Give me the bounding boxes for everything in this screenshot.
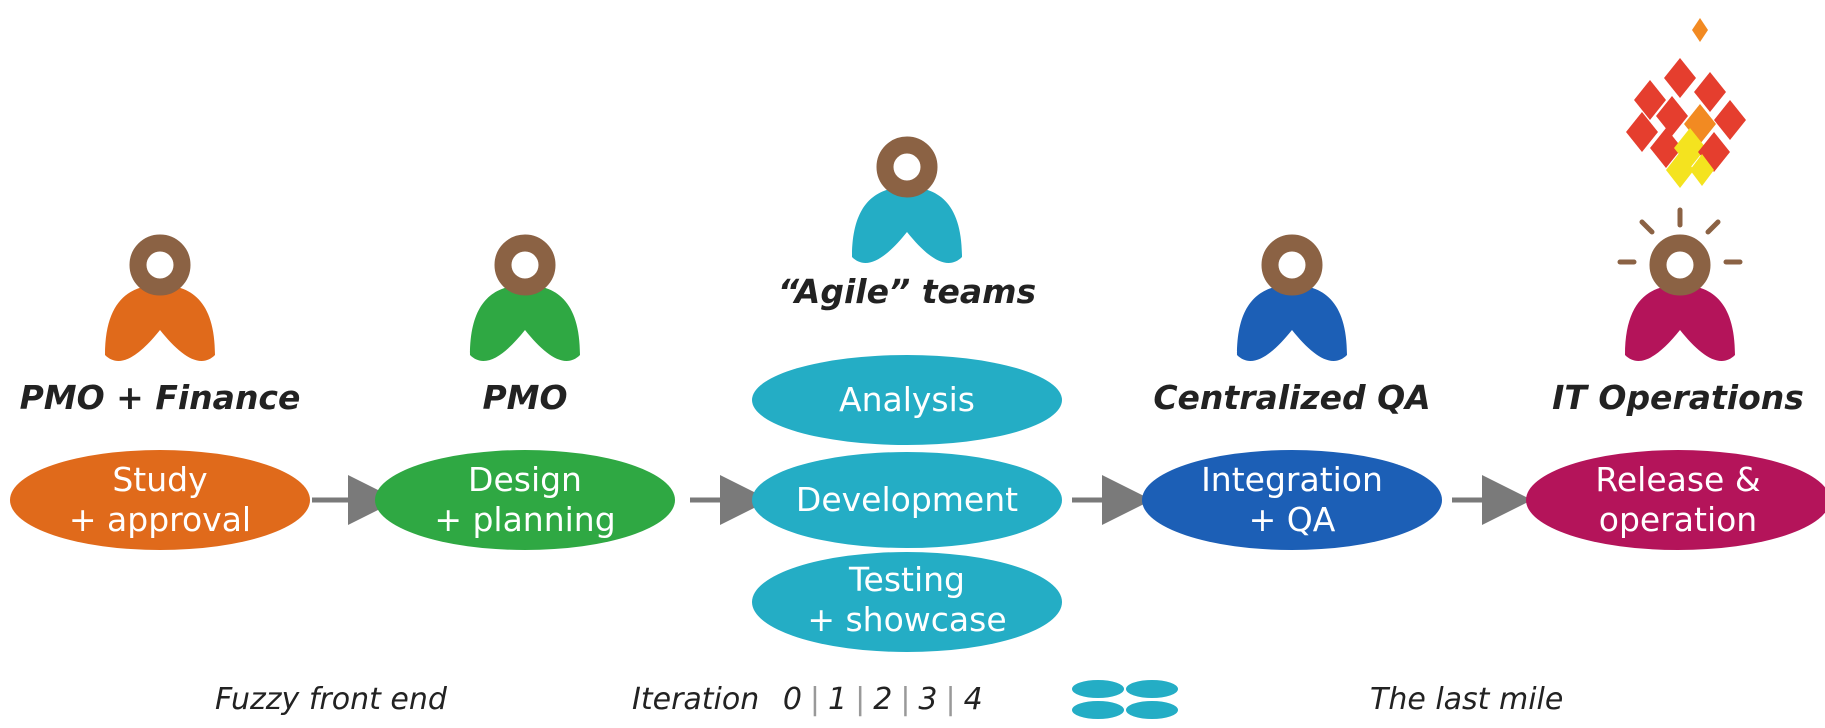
iteration-number: 2 <box>873 682 893 717</box>
stage-development <box>752 452 1062 548</box>
role-label-it-operations: IT Operations <box>1552 378 1804 417</box>
person-icon <box>852 136 962 263</box>
fire-icon <box>1626 18 1746 188</box>
stage-line: Testing <box>848 560 966 599</box>
stage-integration-qa-text: Integration + QA <box>1201 460 1383 540</box>
burst-rays-icon <box>1617 207 1743 265</box>
person-icon <box>1625 234 1735 361</box>
iteration-separator: | <box>900 682 911 717</box>
person-icon <box>1237 234 1347 361</box>
iteration-number: 0 <box>782 682 802 717</box>
stage-line: Design <box>468 460 582 499</box>
stage-line: + showcase <box>807 600 1007 639</box>
iteration-separator: | <box>809 682 821 717</box>
role-label-agile-teams: “Agile” teams <box>777 272 1037 311</box>
stage-line: Analysis <box>839 380 975 419</box>
footer-last-mile: The last mile <box>1370 682 1564 717</box>
stage-testing-showcase-text: Testing + showcase <box>807 560 1006 640</box>
stage-line: + approval <box>68 500 252 539</box>
stage-line: Release & <box>1595 460 1761 499</box>
stage-line: Study <box>112 460 208 499</box>
stage-development-text: Development <box>796 480 1018 520</box>
footer-fuzzy-front-end: Fuzzy front end <box>215 682 447 717</box>
iteration-number: 4 <box>963 682 983 717</box>
iteration-blobs-icon <box>1072 680 1178 719</box>
stage-study-approval-text: Study + approval <box>69 460 251 540</box>
stage-analysis-text: Analysis <box>839 380 975 420</box>
role-label-centralized-qa: Centralized QA <box>1153 378 1431 417</box>
stage-release-operation <box>1526 450 1825 550</box>
stage-analysis <box>752 355 1062 445</box>
iteration-number: 1 <box>828 682 848 717</box>
stage-design-planning <box>375 450 675 550</box>
stage-testing-showcase <box>752 552 1062 652</box>
stage-design-planning-text: Design + planning <box>434 460 615 540</box>
role-label-pmo-finance: PMO + Finance <box>19 378 301 417</box>
footer-iteration: Iteration 0|1|2|3|4 <box>632 682 983 717</box>
iteration-label: Iteration <box>632 682 760 717</box>
stage-line: operation <box>1598 500 1758 539</box>
stage-line: + planning <box>434 500 616 539</box>
stage-line: Development <box>795 480 1019 519</box>
stage-integration-qa <box>1142 450 1442 550</box>
stage-study-approval <box>10 450 310 550</box>
iteration-number: 3 <box>918 682 938 717</box>
stage-release-operation-text: Release & operation <box>1595 460 1760 540</box>
person-icon <box>105 234 215 361</box>
iteration-separator: | <box>855 682 866 717</box>
stage-line: + QA <box>1248 500 1336 539</box>
role-label-pmo: PMO <box>482 378 568 417</box>
stage-line: Integration <box>1201 460 1383 499</box>
person-icon <box>470 234 580 361</box>
iteration-separator: | <box>945 682 956 717</box>
